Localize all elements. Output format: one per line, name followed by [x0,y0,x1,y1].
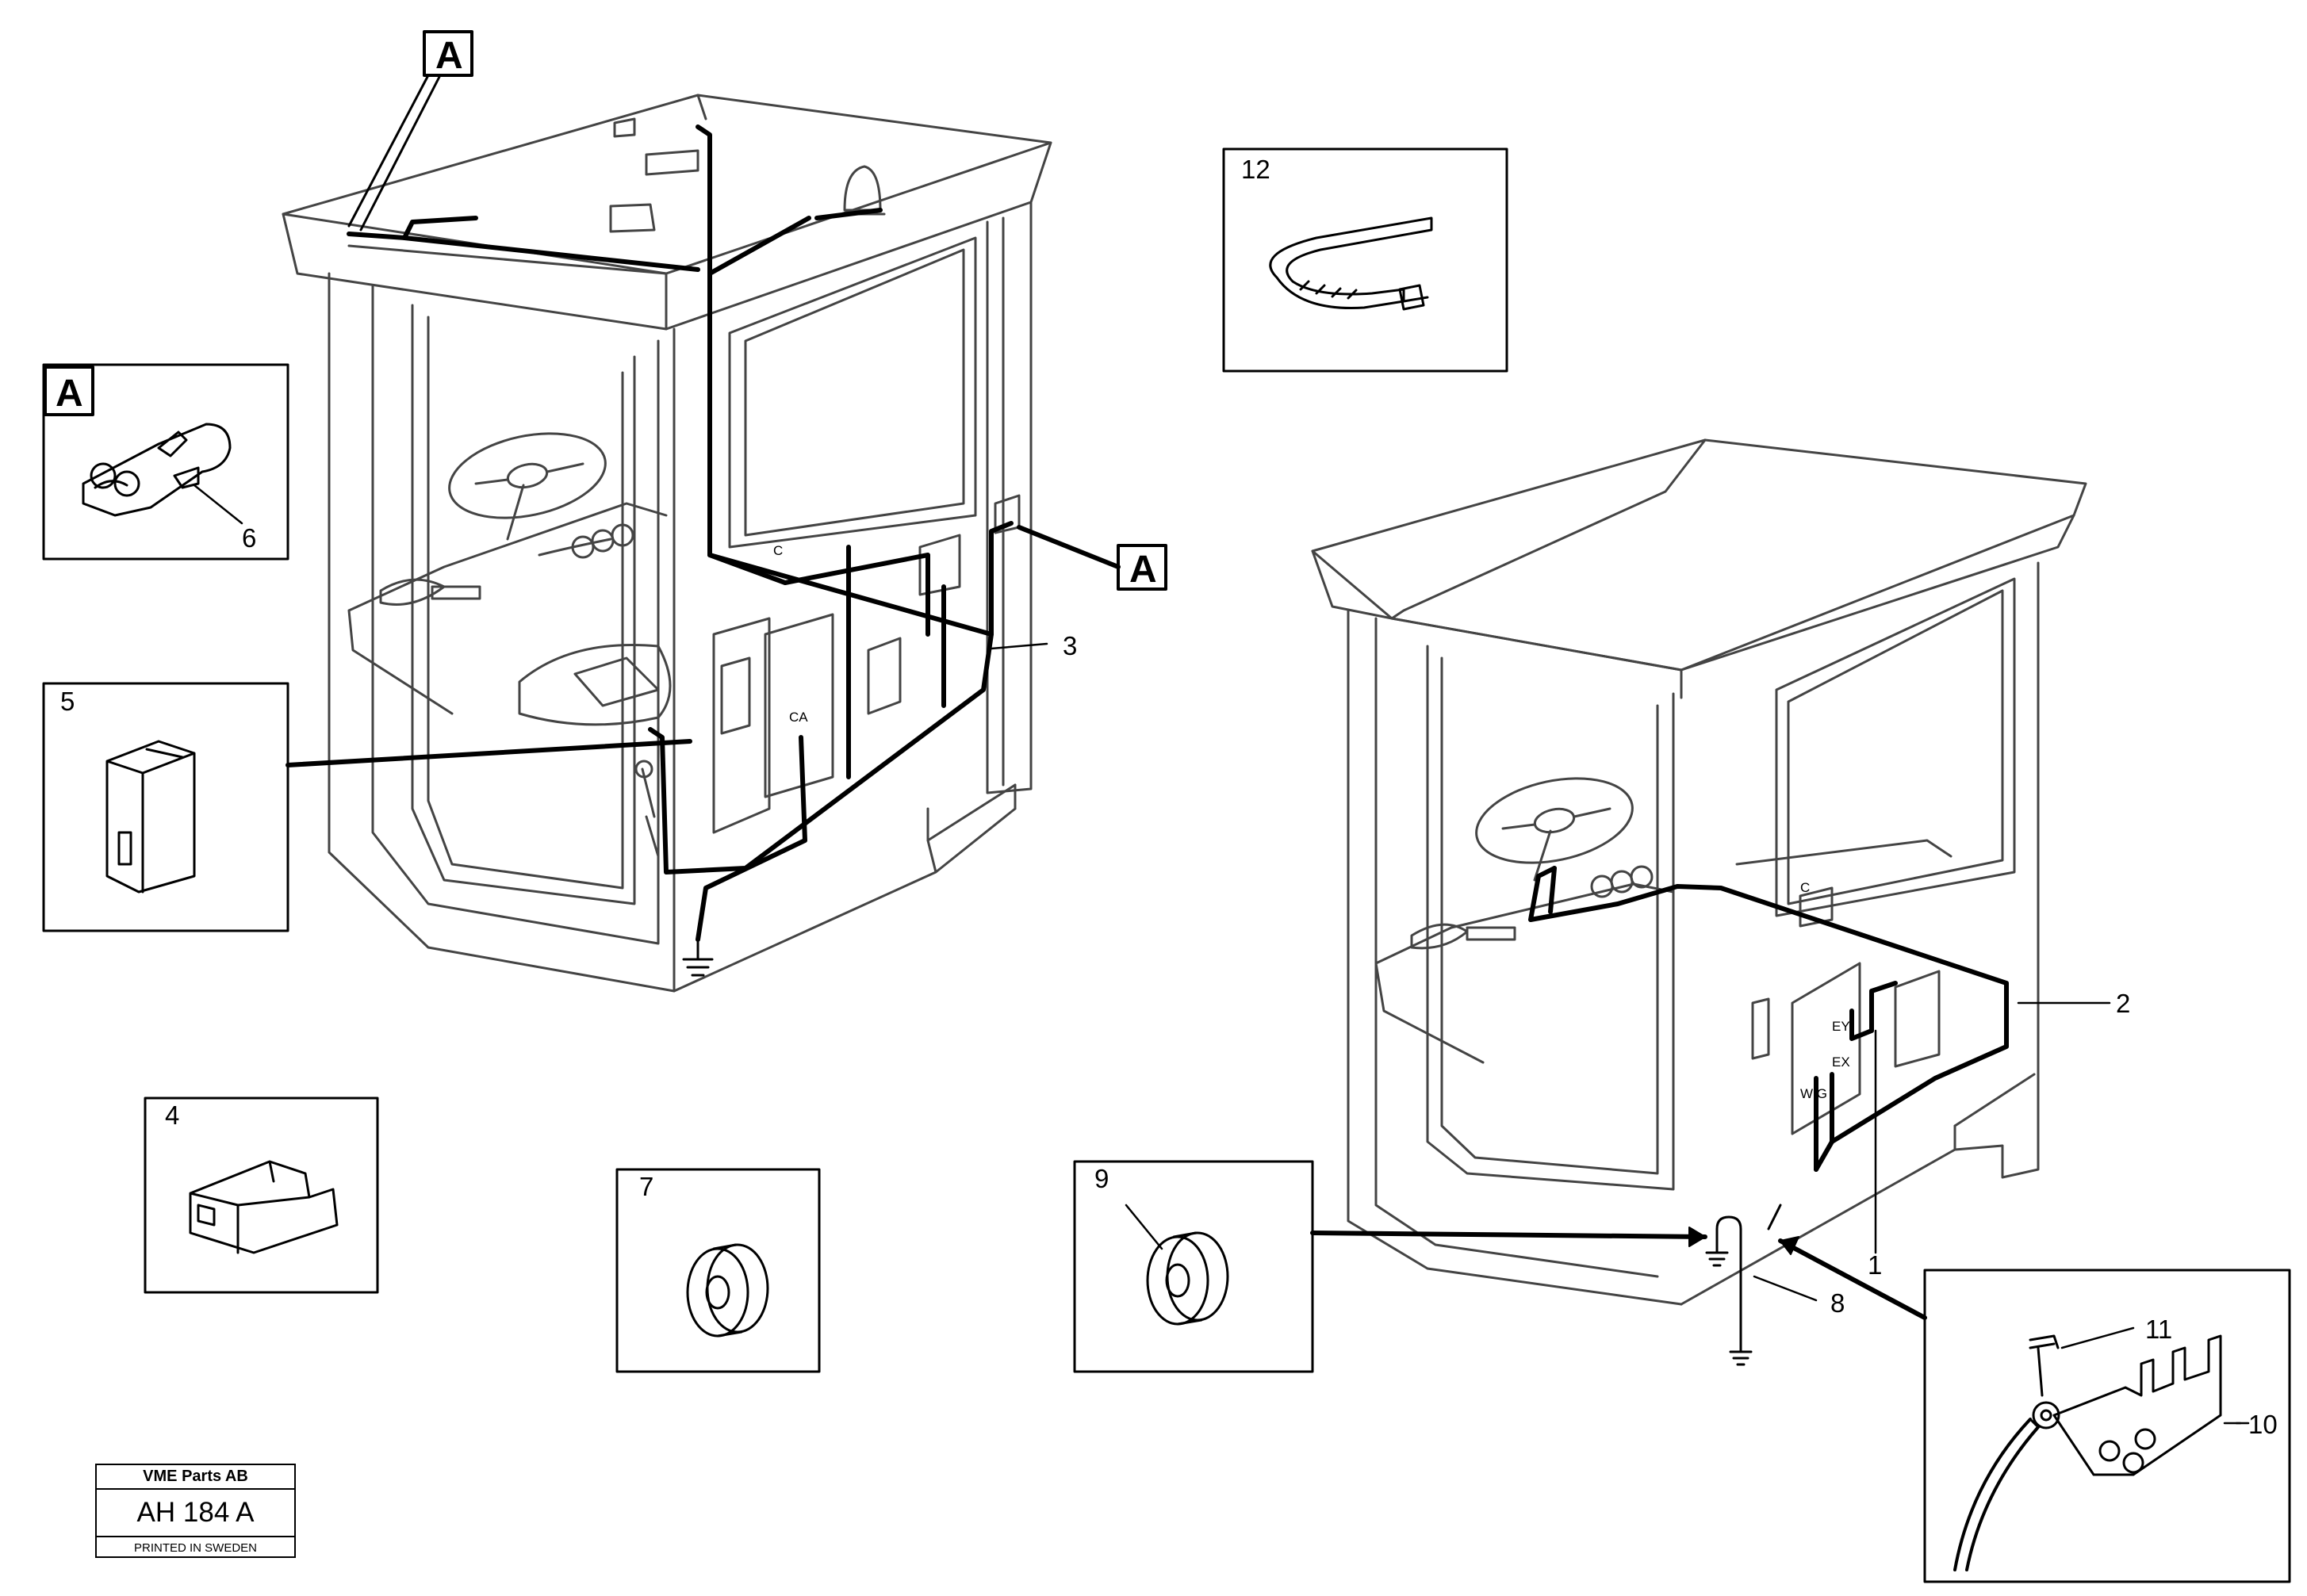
ground-symbol-right [1705,1204,1782,1366]
connector-4-drawing [189,1160,339,1254]
panel-label-ex: EX [1832,1054,1850,1070]
callout-4: 4 [165,1100,179,1130]
right-cab [1311,438,2087,1306]
callout-11: 11 [2145,1315,2172,1344]
grommet-7-drawing [686,1243,769,1338]
callout-9: 9 [1094,1164,1109,1193]
detail-box-7 [615,1168,821,1373]
title-block-company: VME Parts AB [97,1465,294,1490]
detail-box-10-11 [1923,1269,2291,1583]
callout-10: 10 [2248,1410,2278,1439]
callout-7: 7 [639,1172,653,1201]
panel-label-c-right: C [1800,880,1810,895]
detail-box-5 [42,682,289,932]
leader-9 [1310,1230,1707,1239]
arrow-10-11 [1780,1236,1799,1255]
callout-5: 5 [60,687,75,716]
callout-6: 6 [242,523,256,553]
marker-a-top-letter: A [435,35,463,77]
detail-box-9 [1073,1160,1314,1373]
ground-symbol-left [682,938,714,977]
callout-1: 1 [1868,1250,1882,1280]
connector-5-drawing [105,740,196,894]
title-block-footer: PRINTED IN SWEDEN [133,1541,257,1555]
marker-a-right-letter: A [1129,549,1157,591]
marker-a-top [347,30,473,232]
callout-8: 8 [1830,1288,1845,1318]
panel-label-ca: CA [789,710,808,725]
callout-3: 3 [1063,631,1077,660]
cable-tie-12-drawing [1269,216,1433,311]
detail-box-a-letter: A [56,373,83,415]
ground-terminal-drawing [1953,1334,2222,1571]
marker-a-right [1017,525,1167,591]
left-cab [282,94,1052,993]
title-block-drawing-number: AH 184 A [97,1490,294,1537]
panel-label-wg: W G [1800,1086,1827,1101]
leader-10-11 [1778,1238,1927,1320]
arrow-9 [1688,1227,1706,1247]
panel-label-c-left: C [773,543,783,558]
panel-label-ey: EY [1832,1019,1850,1034]
right-cab-harness [1528,866,2009,1172]
title-block: VME Parts AB AH 184 A PRINTED IN SWEDEN [95,1464,296,1558]
callout-12: 12 [1241,155,1270,184]
left-cab-harness [347,124,1014,942]
detail-box-4 [144,1097,379,1294]
grommet-9-drawing [1125,1204,1229,1326]
detail-box-12 [1222,147,1508,373]
callout-2: 2 [2116,989,2130,1018]
leader-5 [286,739,692,767]
callout-leaders [990,642,2250,1425]
detail-box-a [42,363,289,561]
